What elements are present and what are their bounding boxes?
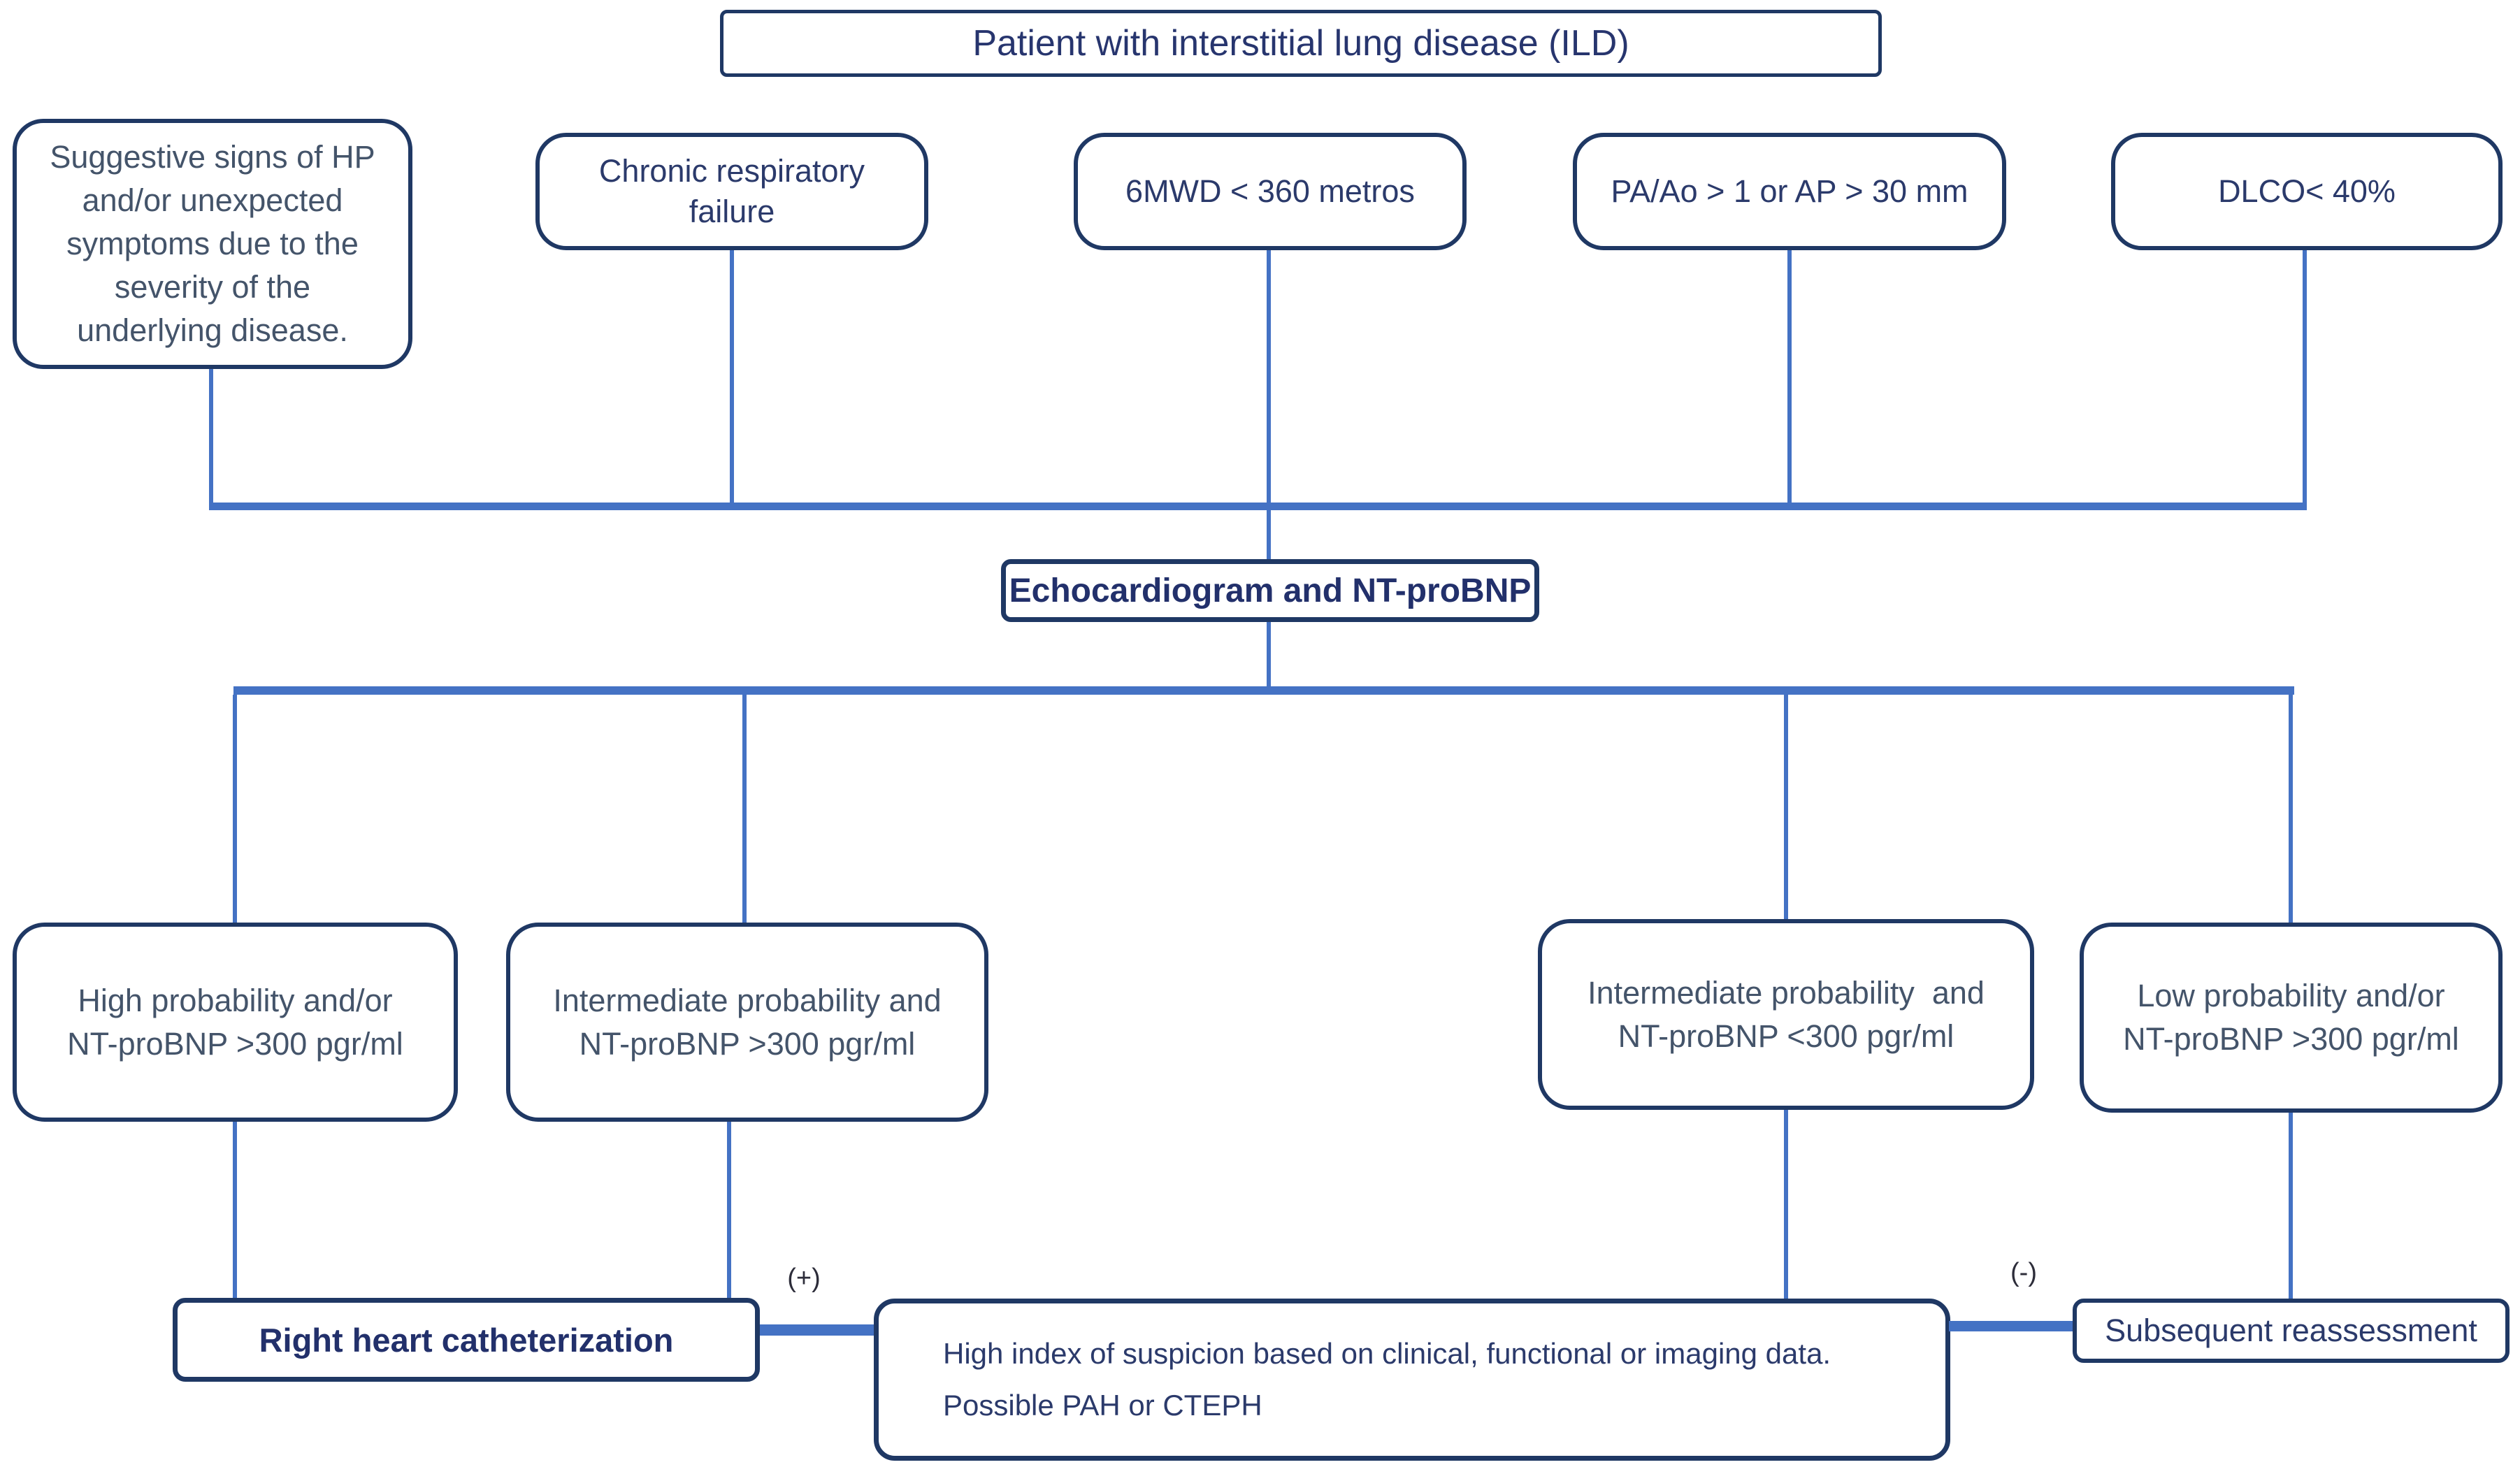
criteria-text: 6MWD < 360 metros: [1125, 173, 1415, 209]
connector-high-prob-to-rhc: [233, 1122, 237, 1298]
connector-bus-to-echo: [1267, 510, 1271, 559]
criteria-text: severity of the: [114, 269, 311, 305]
probability-box-high: High probability and/or NT-proBNP >300 p…: [13, 923, 458, 1122]
probability-text: High probability and/or: [78, 982, 393, 1018]
criteria-text: PA/Ao > 1 or AP > 30 mm: [1611, 173, 1968, 209]
connector-to-high-probability: [233, 695, 237, 923]
criteria-text: and/or unexpected: [82, 182, 343, 218]
connector-suggestive-signs-down: [209, 369, 213, 503]
probability-text: Intermediate probability and: [1587, 974, 1985, 1011]
connector-criteria-bus: [209, 503, 2307, 510]
subsequent-reassessment-box: Subsequent reassessment: [2073, 1299, 2510, 1363]
reassessment-text: Subsequent reassessment: [2105, 1313, 2477, 1348]
connector-6mwd-down: [1267, 250, 1271, 503]
title-box: Patient with interstitial lung disease (…: [720, 10, 1882, 77]
probability-box-intermediate-high-ntprobnp: Intermediate probability and NT-proBNP >…: [506, 923, 988, 1122]
criteria-text: DLCO< 40%: [2218, 173, 2396, 209]
probability-text: Low probability and/or: [2137, 978, 2445, 1013]
connector-intermediate-low-to-high-index: [1784, 1110, 1788, 1299]
right-heart-catheterization-box: Right heart catheterization: [173, 1298, 760, 1382]
probability-text: NT-proBNP >300 pgr/ml: [579, 1025, 916, 1062]
criteria-text: Chronic respiratory: [598, 153, 865, 189]
high-index-text: High index of suspicion based on clinica…: [943, 1337, 1831, 1370]
connector-low-prob-to-reassessment: [2289, 1113, 2293, 1299]
criteria-box-suggestive-signs: Suggestive signs of HP and/or unexpected…: [13, 119, 412, 369]
probability-text: NT-proBNP >300 pgr/ml: [67, 1025, 403, 1062]
connector-echo-to-bus2: [1267, 622, 1271, 686]
title-text: Patient with interstitial lung disease (…: [972, 23, 1629, 64]
positive-result-label: (+): [787, 1264, 821, 1293]
connector-negative: [1949, 1321, 2073, 1331]
connector-to-intermediate-low: [1784, 695, 1788, 919]
connector-to-low-probability: [2289, 695, 2293, 923]
negative-result-label: (-): [2010, 1258, 2037, 1287]
criteria-box-6mwd: 6MWD < 360 metros: [1074, 133, 1467, 250]
criteria-text: underlying disease.: [77, 312, 348, 348]
criteria-text: failure: [689, 194, 775, 229]
criteria-text: Suggestive signs of HP: [50, 139, 375, 175]
connector-positive: [760, 1324, 874, 1336]
high-index-text: Possible PAH or CTEPH: [943, 1389, 1262, 1422]
echocardiogram-text: Echocardiogram and NT-proBNP: [1009, 572, 1532, 609]
connector-to-intermediate-high: [742, 695, 747, 923]
connector-probability-bus: [233, 686, 2294, 695]
probability-box-low: Low probability and/or NT-proBNP >300 pg…: [2080, 923, 2503, 1113]
connector-intermediate-high-to-rhc: [727, 1122, 731, 1298]
probability-box-intermediate-low-ntprobnp: Intermediate probability and NT-proBNP <…: [1538, 919, 2034, 1110]
criteria-box-dlco: DLCO< 40%: [2111, 133, 2503, 250]
probability-text: NT-proBNP >300 pgr/ml: [2123, 1021, 2459, 1057]
echocardiogram-ntprobnp-box: Echocardiogram and NT-proBNP: [1001, 559, 1539, 622]
criteria-box-chronic-respiratory-failure: Chronic respiratory failure: [535, 133, 928, 250]
criteria-box-pa-ao: PA/Ao > 1 or AP > 30 mm: [1573, 133, 2006, 250]
criteria-text: symptoms due to the: [66, 226, 359, 261]
connector-chronic-failure-down: [730, 250, 734, 503]
rhc-text: Right heart catheterization: [259, 1321, 674, 1359]
probability-text: Intermediate probability and: [553, 982, 942, 1018]
probability-text: NT-proBNP <300 pgr/ml: [1618, 1018, 1954, 1054]
connector-pa-ao-down: [1787, 250, 1792, 503]
connector-dlco-down: [2303, 250, 2307, 503]
high-index-suspicion-box: High index of suspicion based on clinica…: [874, 1299, 1950, 1461]
